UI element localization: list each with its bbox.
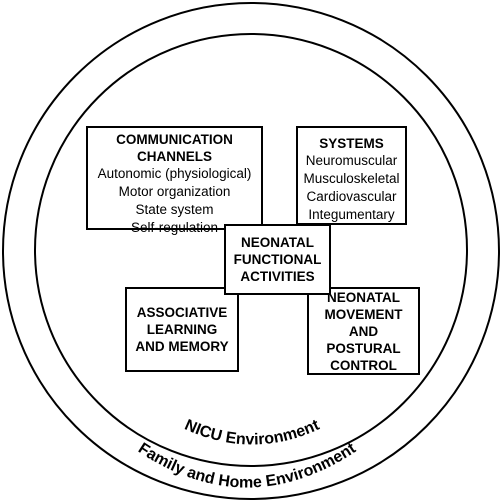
systems-item: Neuromuscular — [305, 153, 398, 168]
neonatal-functional-activities-box: NEONATAL FUNCTIONAL ACTIVITIES — [224, 224, 331, 295]
systems-item: Cardiovascular — [306, 189, 397, 204]
movement-line: AND — [348, 323, 379, 339]
systems-title: SYSTEMS — [319, 136, 384, 151]
inner-ring-nicu — [34, 33, 468, 467]
communication-item: State system — [135, 202, 214, 217]
associative-learning-box: ASSOCIATIVE LEARNING AND MEMORY — [125, 287, 239, 372]
movement-line: NEONATAL — [327, 289, 400, 305]
nicu-environment-label: NICU Environment — [182, 416, 323, 448]
communication-item: Autonomic (physiological) — [97, 166, 252, 181]
center-line: NEONATAL — [241, 235, 314, 250]
systems-item: Integumentary — [308, 207, 395, 222]
communication-item: Self-regulation — [130, 220, 219, 235]
systems-item: Musculoskeletal — [303, 171, 400, 186]
associative-line: LEARNING — [146, 322, 218, 337]
communication-title-line2: CHANNELS — [136, 149, 212, 164]
associative-line: ASSOCIATIVE — [136, 305, 228, 320]
movement-line: POSTURAL — [326, 340, 401, 356]
associative-line: AND MEMORY — [135, 339, 229, 354]
communication-title-line1: COMMUNICATION — [116, 132, 233, 147]
communication-item: Motor organization — [118, 184, 231, 199]
movement-line: MOVEMENT — [324, 306, 403, 322]
systems-box: SYSTEMS Neuromuscular Musculoskeletal Ca… — [296, 126, 407, 225]
neonatal-movement-box: NEONATAL MOVEMENT AND POSTURAL CONTROL — [307, 287, 420, 375]
center-line: FUNCTIONAL — [233, 252, 322, 267]
communication-channels-box: COMMUNICATION CHANNELS Autonomic (physio… — [86, 126, 263, 235]
center-line: ACTIVITIES — [240, 269, 315, 284]
movement-line: CONTROL — [330, 357, 397, 373]
